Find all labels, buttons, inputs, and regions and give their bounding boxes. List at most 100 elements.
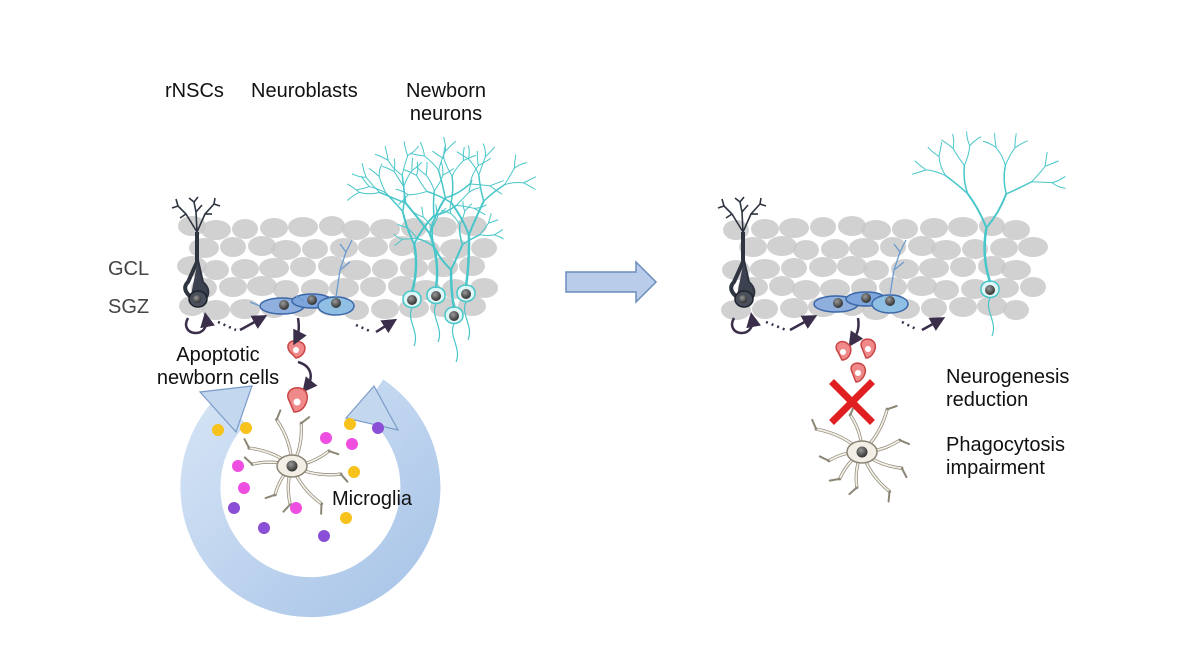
label-neurogenesis-line1: Neurogenesis <box>946 366 1070 388</box>
newborn-neuron <box>346 136 504 343</box>
newborn-neuron-right <box>912 131 1066 337</box>
granule-cell <box>769 276 795 296</box>
microglia-cell-right <box>811 404 911 503</box>
newborn-neuron <box>393 201 504 363</box>
granule-cell <box>1002 220 1030 240</box>
granule-cell <box>739 237 767 257</box>
microglia <box>243 409 349 515</box>
granule-cell <box>470 278 498 298</box>
granule-cell <box>230 299 260 319</box>
granule-cell <box>318 256 346 276</box>
label-phagocytosis-line1: Phagocytosis <box>946 434 1065 456</box>
granule-cell <box>821 239 849 259</box>
granule-cell <box>723 220 749 240</box>
granule-cell <box>933 280 959 300</box>
label-neuroblasts: Neuroblasts <box>251 80 358 102</box>
granule-cell <box>948 217 978 237</box>
granule-cell <box>837 256 867 276</box>
granule-cell <box>751 219 779 239</box>
granule-cell <box>1001 260 1031 280</box>
signal-dot <box>320 432 332 444</box>
granule-cell <box>1003 300 1029 320</box>
granule-cell <box>962 239 988 259</box>
label-apoptotic-newborn-cells: Apoptotic newborn cells <box>148 344 288 390</box>
newborn-neuron <box>395 143 537 341</box>
granule-cell <box>201 220 231 240</box>
granule-cell <box>779 218 809 238</box>
right-arrow-icon <box>565 260 658 304</box>
right-panel <box>717 131 1066 503</box>
signal-dot <box>318 530 330 542</box>
granule-cell <box>977 296 1007 316</box>
progression-arrows-left <box>217 315 398 334</box>
granule-cell <box>892 219 918 239</box>
granule-cell <box>248 236 276 256</box>
microglia-cell-left <box>243 409 349 515</box>
signal-dot <box>346 438 358 450</box>
label-neurogenesis-reduction: Neurogenesis reduction <box>946 366 1069 412</box>
newborn-neuron <box>912 131 1066 337</box>
granule-cell <box>400 258 428 278</box>
engulfed-apoptotic-cell <box>287 387 308 413</box>
label-newborn-line1: Newborn <box>405 80 487 102</box>
signal-dot <box>228 502 240 514</box>
granule-cell <box>371 299 399 319</box>
granule-cell <box>949 297 977 317</box>
granule-cell <box>809 257 837 277</box>
signaling-molecules <box>212 418 384 542</box>
newborn-neurons-left <box>346 136 537 363</box>
granule-cell <box>781 258 807 278</box>
granule-cell-layer-left <box>177 216 498 320</box>
label-phagocytosis-line2: impairment <box>946 457 1045 479</box>
granule-cell <box>820 279 850 299</box>
granule-cell <box>459 256 485 276</box>
granule-cell <box>203 260 229 280</box>
granule-cell <box>342 220 370 240</box>
granule-cell <box>260 218 288 238</box>
granule-cell <box>219 277 247 297</box>
granule-cell <box>220 237 246 257</box>
apoptotic-cells-left <box>287 317 318 393</box>
granule-cell <box>302 239 328 259</box>
granule-cell <box>231 259 259 279</box>
granule-cell <box>389 236 415 256</box>
granule-cell <box>931 240 961 260</box>
signal-dot <box>340 512 352 524</box>
granule-cell <box>360 277 386 297</box>
label-sgz: SGZ <box>108 296 150 318</box>
granule-cell <box>780 298 808 318</box>
label-gcl: GCL <box>108 258 150 280</box>
signal-dot <box>348 466 360 478</box>
self-renewal-arrow-left <box>184 312 215 335</box>
microglia <box>811 404 911 503</box>
granule-cell <box>921 298 947 318</box>
granule-cell <box>372 259 398 279</box>
granule-cell <box>891 259 919 279</box>
granule-cell <box>319 216 345 236</box>
signal-dot <box>240 422 252 434</box>
granule-cell <box>288 217 318 237</box>
granule-cell <box>247 276 277 296</box>
granule-cell <box>767 236 797 256</box>
signal-dot <box>290 502 302 514</box>
granule-cell <box>271 240 301 260</box>
granule-cell <box>908 236 936 256</box>
label-apoptotic-line2: newborn cells <box>156 367 280 389</box>
granule-cell <box>358 237 388 257</box>
signal-dot <box>232 460 244 472</box>
granule-cell <box>232 219 258 239</box>
granule-cell <box>1018 237 1048 257</box>
granule-cell <box>290 257 316 277</box>
granule-cell <box>861 220 891 240</box>
neuroblast-cells-right <box>813 239 909 314</box>
label-newborn-neurons: Newborn neurons <box>398 80 494 126</box>
granule-cell <box>471 238 497 258</box>
granule-cell <box>330 238 358 258</box>
granule-cell <box>863 260 889 280</box>
granule-cell <box>907 276 937 296</box>
granule-cell <box>793 240 819 260</box>
granule-cell <box>950 257 976 277</box>
granule-cell <box>189 238 219 258</box>
granule-cell <box>879 277 907 297</box>
cycle-arrow-icon <box>180 379 441 618</box>
